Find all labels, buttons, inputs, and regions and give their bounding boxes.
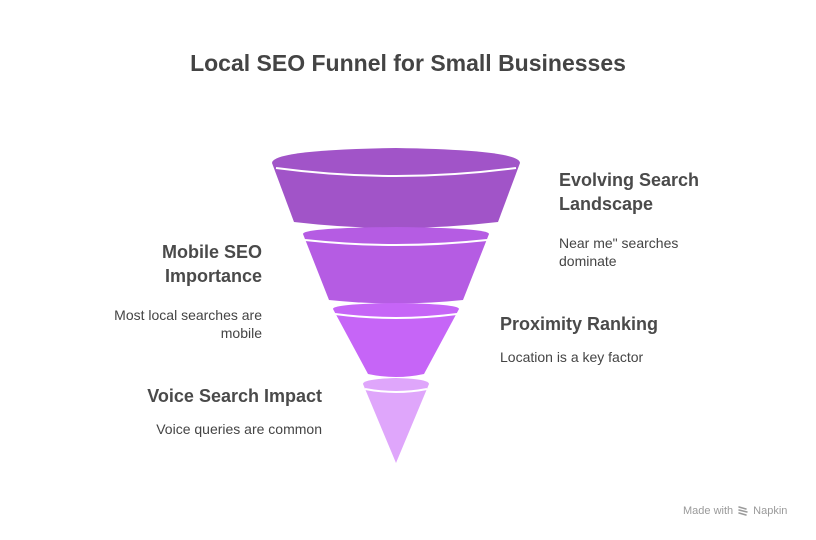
stage-3-label: Proximity Ranking Location is a key fact… (500, 312, 658, 366)
stage-3-heading-line-1: Proximity Ranking (500, 314, 659, 334)
funnel-stage-4 (363, 378, 429, 463)
made-with-napkin-footer[interactable]: Made with Napkin (683, 505, 787, 517)
stage-2-heading-line-2: Importance (164, 266, 262, 286)
stage-2-label: Mobile SEO Importance Most local searche… (114, 240, 262, 342)
stage-2-description-line-1: Most local searches are (114, 307, 262, 323)
funnel-stage-1 (272, 148, 520, 228)
stage-2-heading-line-1: Mobile SEO (161, 242, 262, 262)
stage-1-description-line-2: dominate (559, 253, 617, 269)
stage-2-description: Most local searches are mobile (114, 306, 262, 342)
stage-4-heading-line-1: Voice Search Impact (147, 386, 322, 406)
stage-1-heading: Evolving Search Landscape (559, 168, 699, 216)
napkin-brand-text: Napkin (753, 505, 788, 517)
stage-3-description: Location is a key factor (500, 348, 658, 366)
stage-1-description-line-1: Near me" searches (559, 235, 679, 251)
napkin-logo-icon (738, 506, 748, 516)
stage-1-label: Evolving Search Landscape Near me" searc… (559, 168, 699, 270)
funnel-stage-3 (333, 303, 459, 377)
stage-4-label: Voice Search Impact Voice queries are co… (147, 384, 322, 438)
stage-3-heading: Proximity Ranking (500, 312, 658, 336)
diagram-title: Local SEO Funnel for Small Businesses (190, 50, 626, 76)
stage-3-description-line-1: Location is a key factor (500, 349, 644, 365)
stage-4-description-line-1: Voice queries are common (156, 421, 322, 437)
stage-1-description: Near me" searches dominate (559, 234, 699, 270)
stage-4-description: Voice queries are common (147, 420, 322, 438)
stage-4-heading: Voice Search Impact (147, 384, 322, 408)
made-with-text: Made with (683, 505, 734, 517)
stage-1-heading-line-2: Landscape (559, 194, 654, 214)
stage-1-heading-line-1: Evolving Search (559, 170, 700, 190)
funnel-stage-2 (303, 227, 489, 304)
stage-2-heading: Mobile SEO Importance (114, 240, 262, 288)
stage-2-description-line-2: mobile (220, 325, 262, 341)
